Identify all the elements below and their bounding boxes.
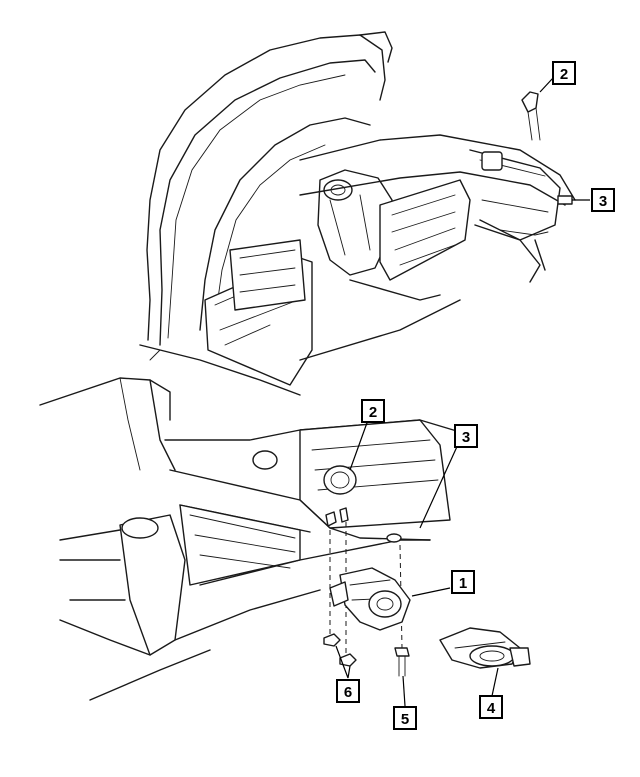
callout-label: 2 [560,66,568,83]
callout-label: 3 [462,429,470,446]
callout-2-bottom: 2 [361,399,385,423]
callout-label: 3 [599,193,607,210]
bottom-frame-assembly [39,377,531,701]
callout-label: 4 [487,700,496,717]
callout-label: 2 [369,404,377,421]
top-frame-assembly [139,31,576,396]
callout-label: 5 [401,711,409,728]
callout-3-top: 3 [591,188,615,212]
callout-6: 6 [336,679,360,703]
callout-4: 4 [479,695,503,719]
callout-label: 1 [459,575,467,592]
callout-label: 6 [344,684,352,701]
callout-1: 1 [451,570,475,594]
callout-5: 5 [393,706,417,730]
callout-3-bottom: 3 [454,424,478,448]
leader-lines [335,77,590,707]
callout-2-top: 2 [552,61,576,85]
